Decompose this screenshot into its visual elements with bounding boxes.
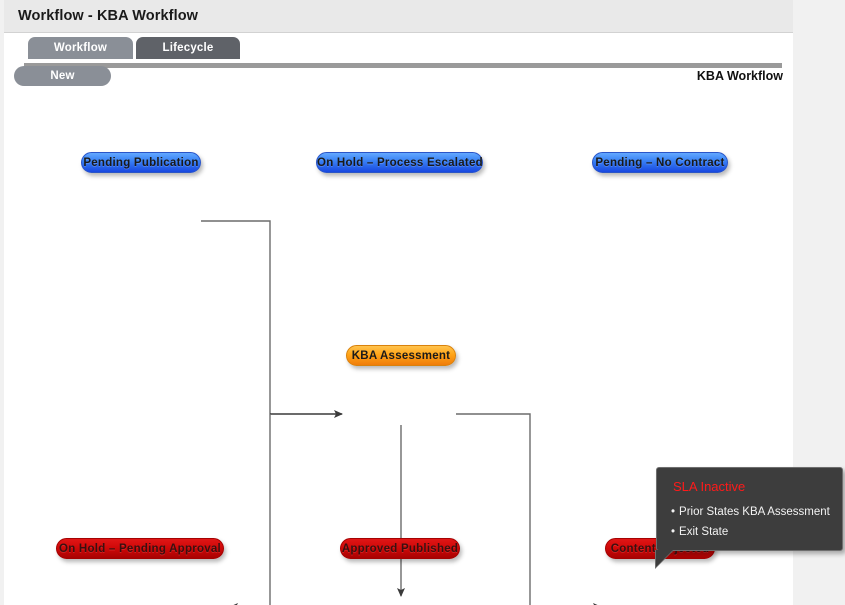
workflow-node-pending-publication[interactable]: Pending Publication [81,152,201,173]
tab-bar: Workflow Lifecycle [4,37,793,68]
tooltip-tail [656,550,673,567]
tooltip-title: SLA Inactive [673,479,746,494]
sla-tooltip: SLA Inactive •Prior States KBA Assessmen… [655,467,843,569]
bullet-icon: • [671,506,676,518]
tooltip-item-text: Prior States KBA Assessment [679,506,830,518]
tooltip-item-text: Exit State [679,526,729,538]
workflow-node-kba-assessment[interactable]: KBA Assessment [346,345,456,366]
edge-pending-publication-to-kba-assessment-segment [201,220,271,414]
tooltip-item-exit-state: •Exit State [671,526,728,538]
tab-separator-rule [24,63,782,68]
tab-lifecycle[interactable]: Lifecycle [136,37,240,59]
tab-workflow[interactable]: Workflow [28,37,133,59]
new-button[interactable]: New [14,66,111,86]
workflow-node-on-hold-pending-approval[interactable]: On Hold – Pending Approval [56,538,224,559]
window-title: Workflow - KBA Workflow [18,8,199,24]
diagram-title: KBA Workflow [696,69,783,83]
workflow-node-on-hold-process-escalated[interactable]: On Hold – Process Escalated [316,152,483,173]
tooltip-item-prior-states: •Prior States KBA Assessment [671,506,830,518]
workflow-node-pending-no-contract[interactable]: Pending – No Contract [592,152,728,173]
workflow-node-approved-published[interactable]: Approved Published [340,538,460,559]
window-titlebar: Workflow - KBA Workflow [4,0,793,33]
bullet-icon: • [671,526,676,538]
workflow-edges [201,220,602,605]
main-panel: Workflow Lifecycle New KBA Workflow [4,33,793,605]
edge-kba-assessment-to-content-rejected-segment [456,413,531,605]
